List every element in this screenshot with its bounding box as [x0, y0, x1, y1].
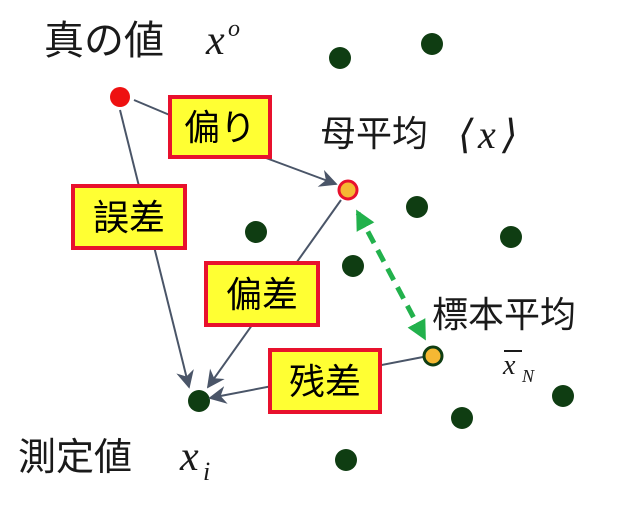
sample-mean-text: 標本平均	[432, 295, 576, 336]
true-value-label: 真の値 x o	[44, 16, 240, 64]
sample-point	[451, 407, 473, 429]
measured-value-subscript: i	[203, 457, 210, 486]
error-label: 誤差	[93, 198, 165, 239]
sample-point	[406, 196, 428, 218]
bias-label: 偏り	[184, 108, 256, 149]
sample-point	[342, 255, 364, 277]
measured-value-symbol: x	[179, 434, 199, 480]
population-mean-label: 母平均 ⟨ x ⟩	[320, 112, 518, 157]
sample-mean-point	[422, 345, 444, 367]
sample-point	[421, 33, 443, 55]
population-mean-text: 母平均	[320, 114, 428, 155]
true-value-superscript: o	[228, 16, 240, 42]
sample-point	[552, 385, 574, 407]
error-box: 誤差	[71, 184, 187, 250]
population-mean-close-bracket: ⟩	[501, 112, 518, 157]
deviation-box: 偏差	[204, 261, 320, 327]
population-mean-open-bracket: ⟨	[458, 112, 474, 157]
measured-value-point	[188, 390, 210, 412]
residual-label: 残差	[289, 362, 361, 403]
true-value-text: 真の値	[44, 18, 164, 64]
measured-value-label: 測定値 x i	[18, 434, 210, 486]
true-value-point	[110, 87, 130, 107]
bias-box: 偏り	[168, 95, 272, 159]
residual-box: 残差	[268, 348, 382, 414]
sample-point	[500, 226, 522, 248]
sample-point	[329, 47, 351, 69]
measured-value-text: 測定値	[18, 435, 132, 479]
sample-point	[335, 449, 357, 471]
sample-point	[245, 221, 267, 243]
population-mean-symbol: x	[477, 112, 496, 157]
true-value-symbol: x	[205, 18, 225, 64]
sample-mean-subscript: N	[521, 366, 535, 386]
sample-points	[188, 33, 574, 471]
mean-difference-dashed-arrow	[355, 209, 427, 341]
sample-mean-symbol: x	[502, 350, 516, 381]
population-mean-point	[337, 179, 359, 201]
sample-mean-label: 標本平均 x N	[432, 295, 576, 386]
deviation-label: 偏差	[226, 275, 298, 316]
